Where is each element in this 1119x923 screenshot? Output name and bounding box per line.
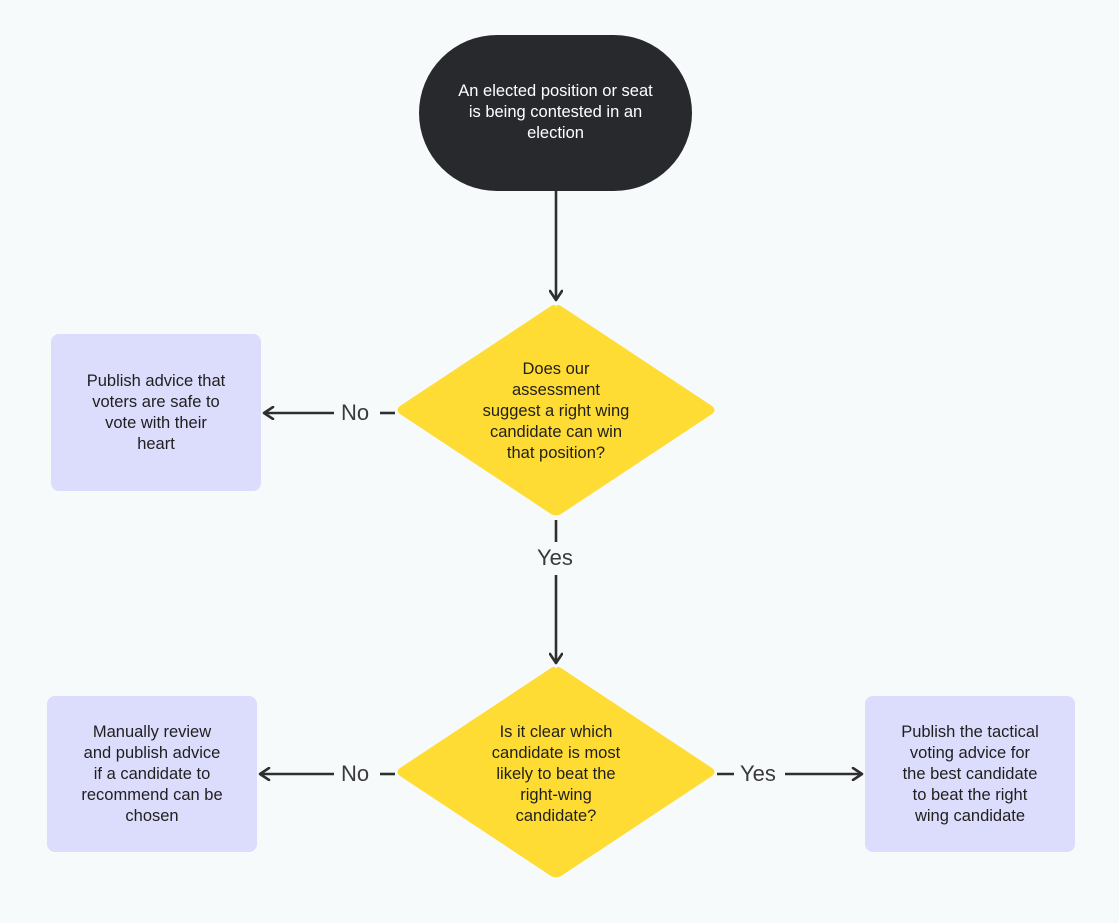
tactical-advice-label: Publish the tactical voting advice for t… [901, 722, 1039, 825]
vote-heart-label: Publish advice that voters are safe to v… [86, 372, 226, 453]
edge-label-yes-middle: Yes [537, 545, 573, 570]
edge-label-yes-right: Yes [740, 761, 776, 786]
edge-label-no-top: No [341, 400, 370, 425]
decision-clear-candidate-label: Is it clear which candidate is most like… [491, 722, 621, 825]
start-node [419, 35, 692, 191]
edge-label-no-bottom: No [341, 761, 370, 786]
decision-node-clear-candidate [397, 666, 715, 878]
manual-review-label: Manually review and publish advice if a … [81, 722, 223, 825]
outcome-box-vote-heart [51, 334, 261, 491]
outcome-box-manual-review [47, 696, 257, 852]
decision-right-wing-label: Does our assessment suggest a right wing… [482, 359, 630, 462]
start-node-label: An elected position or seat is being con… [458, 81, 653, 142]
decision-node-right-wing [397, 304, 715, 516]
outcome-box-tactical-advice [865, 696, 1075, 852]
